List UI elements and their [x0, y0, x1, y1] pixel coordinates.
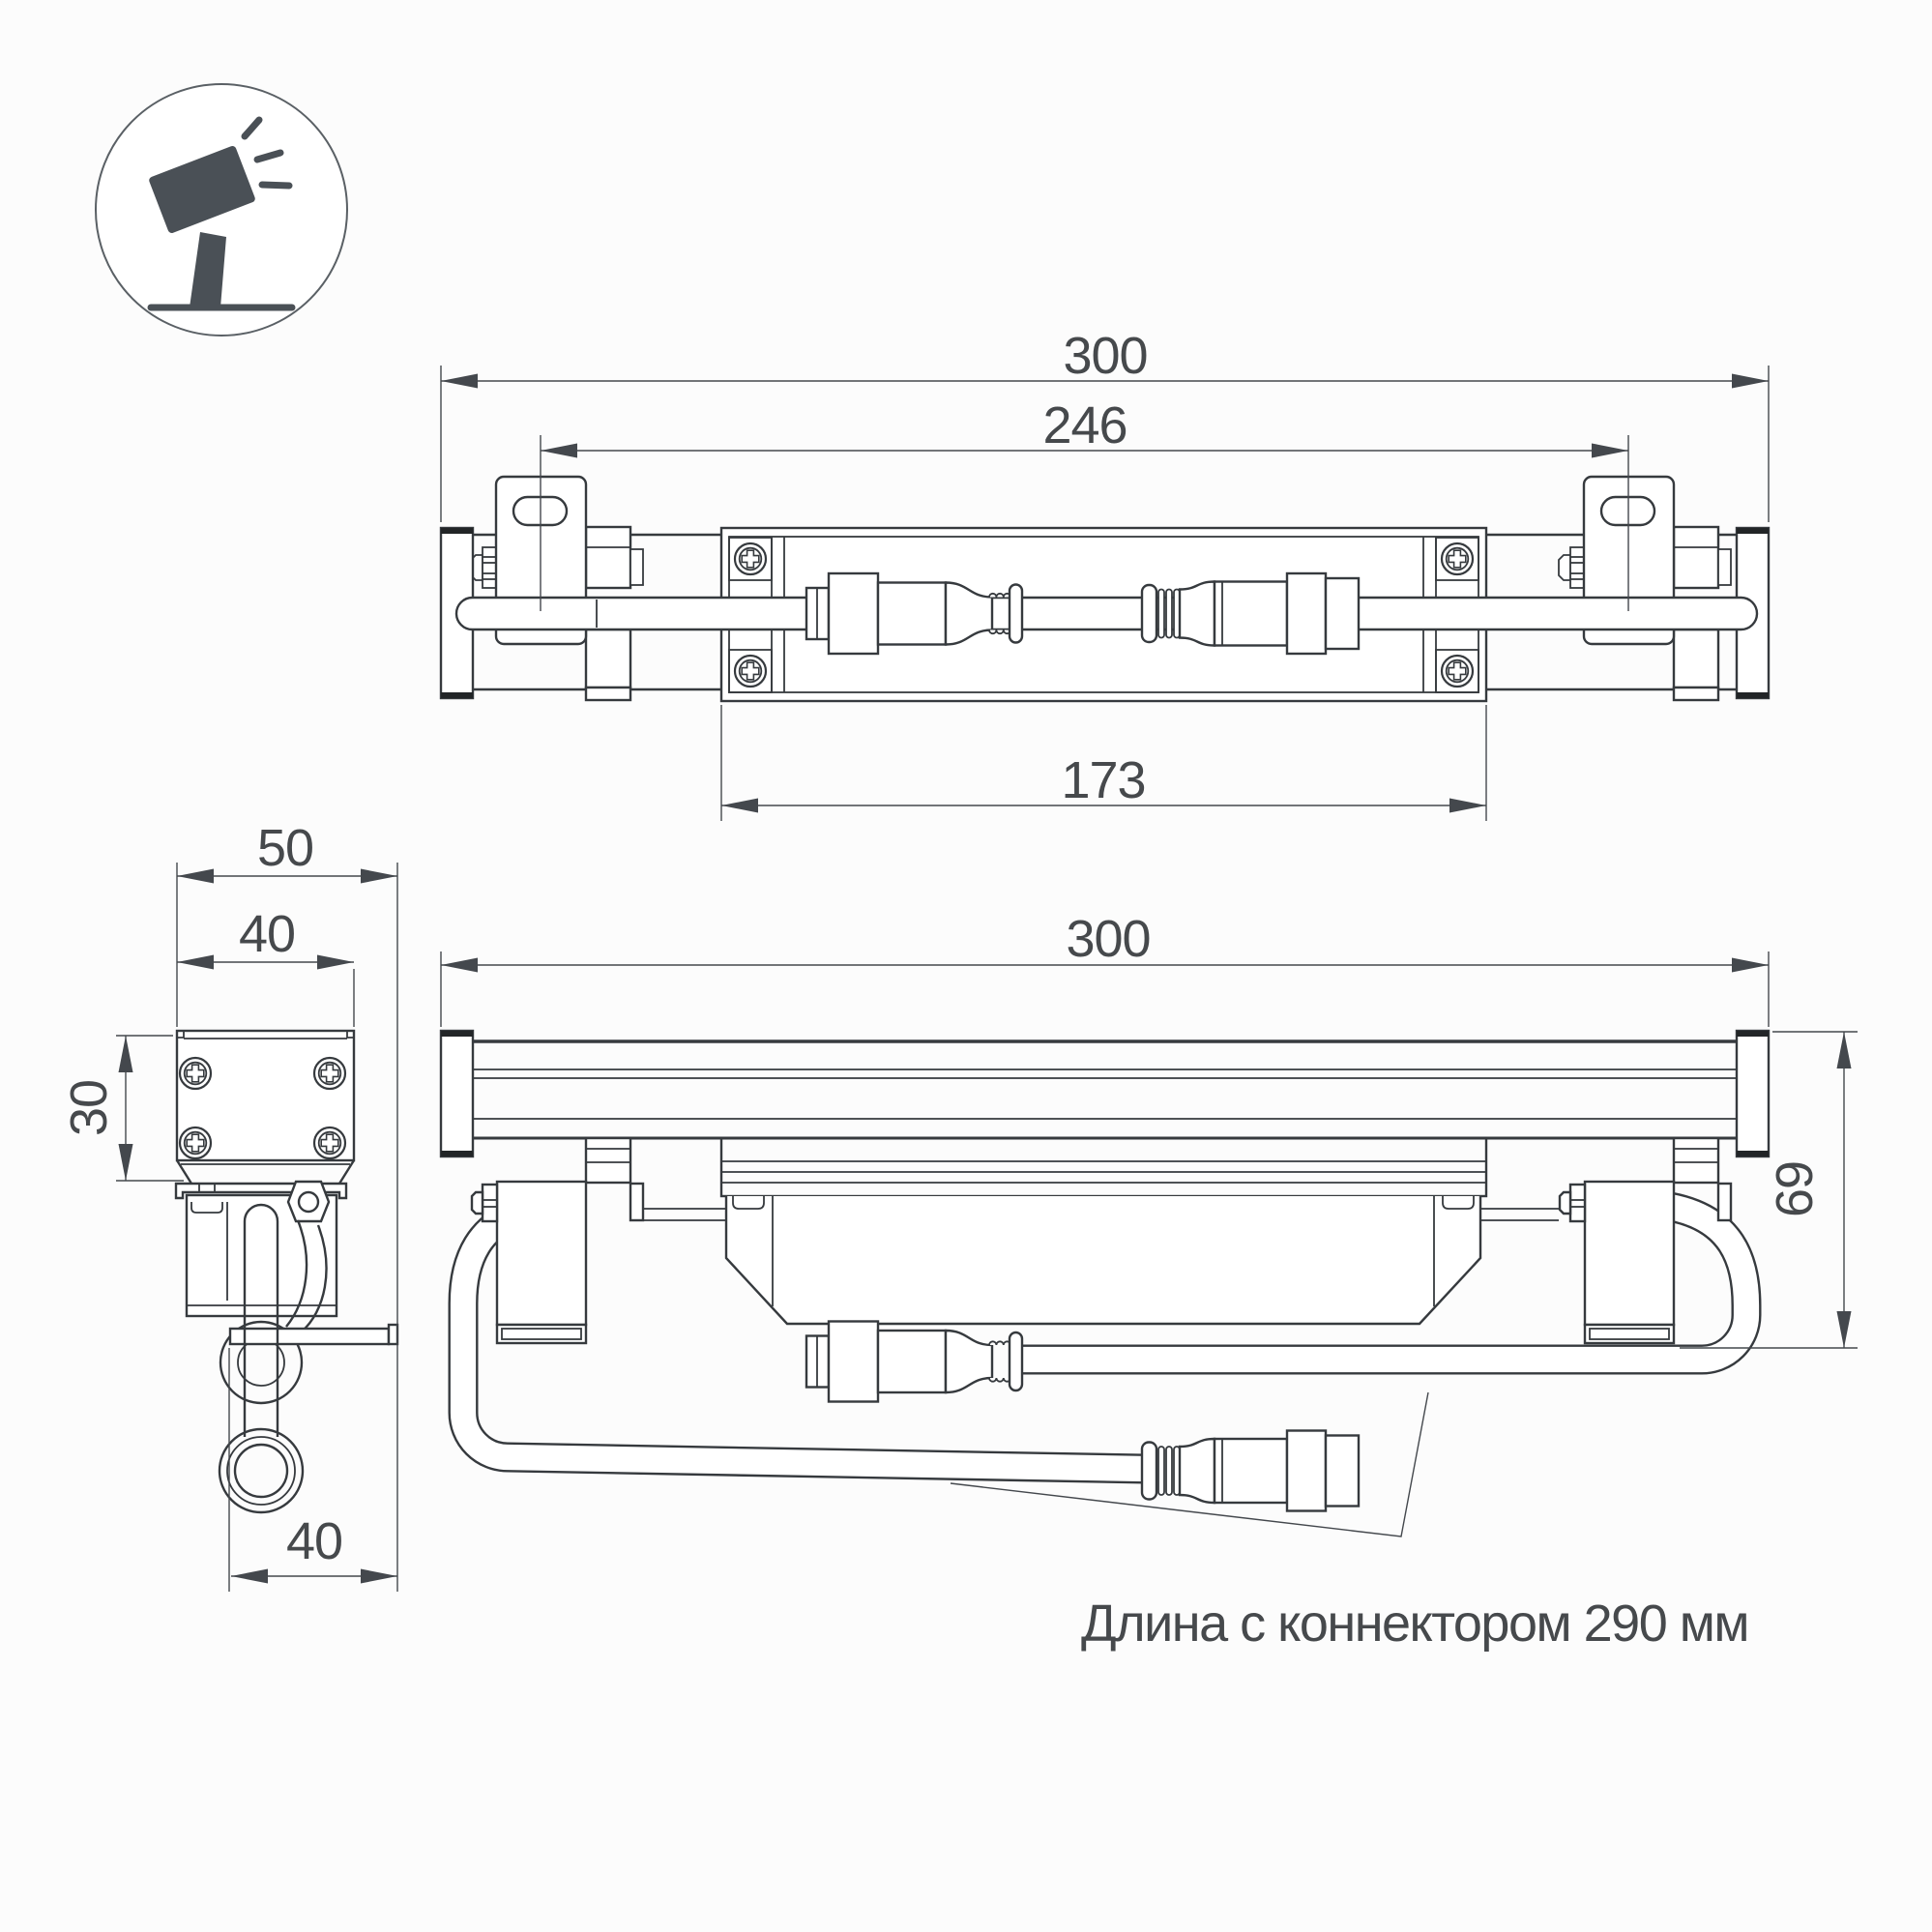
- mounting-bracket: [1557, 475, 1733, 702]
- dimension-body-height: 30: [60, 1035, 184, 1182]
- mounting-clamp: [470, 1136, 645, 1345]
- end-cap: [439, 1029, 475, 1158]
- dim-label: 50: [257, 819, 313, 877]
- dimension-channel-length: 173: [720, 705, 1487, 821]
- dim-label: 246: [1042, 396, 1127, 454]
- dimension-foot-width: 40: [228, 1348, 397, 1592]
- cable-length-note: Длина с коннектором 290 мм: [1081, 1595, 1748, 1653]
- led-module: [724, 1196, 1482, 1326]
- dimension-body-width: 40: [177, 905, 355, 1027]
- end-cap: [1735, 526, 1771, 700]
- dim-label: 40: [239, 905, 295, 963]
- dim-label: 300: [1063, 327, 1147, 385]
- dimension-overall-height: 69: [1680, 1031, 1858, 1349]
- note-leader-line: [950, 1391, 1429, 1537]
- cable-connector-male: [805, 1320, 1024, 1403]
- mounting-foot-section: [228, 1327, 391, 1346]
- light-rays-icon: [241, 116, 293, 190]
- cable-connector-female: [1140, 1429, 1361, 1512]
- dim-label: 173: [1061, 751, 1145, 809]
- end-cap: [1735, 1029, 1771, 1158]
- floodlight-post-icon: [190, 232, 226, 307]
- dim-label: 300: [1066, 910, 1150, 968]
- mounting-band: [719, 1136, 1488, 1198]
- product-type-icon: [95, 83, 348, 337]
- dim-label: 30: [60, 1080, 118, 1136]
- supply-cables: [448, 1191, 1762, 1484]
- dim-label: 40: [286, 1512, 342, 1570]
- cable-tube: [454, 596, 1759, 631]
- pivot-nut-section: [286, 1180, 331, 1223]
- section-view: 50 40 30 40: [60, 819, 399, 1592]
- dimension-bracket-spacing: 246: [540, 396, 1629, 611]
- floodlight-head-icon: [149, 146, 255, 233]
- dimension-overall-length-side: 300: [440, 910, 1770, 1027]
- dimension-overall-width: 50: [176, 819, 398, 1592]
- profile-side: [473, 1039, 1737, 1140]
- cable-section: [243, 1203, 279, 1437]
- dimension-overall-length-top: 300: [440, 327, 1770, 522]
- mounting-bracket: [469, 475, 645, 702]
- mounting-clamp: [1558, 1136, 1733, 1345]
- top-view: 300 246 173: [439, 327, 1771, 821]
- profile-section-body: [175, 1029, 356, 1162]
- side-view: 300 69 Длина с коннектором 290 мм: [439, 910, 1858, 1653]
- dim-label: 69: [1766, 1161, 1824, 1217]
